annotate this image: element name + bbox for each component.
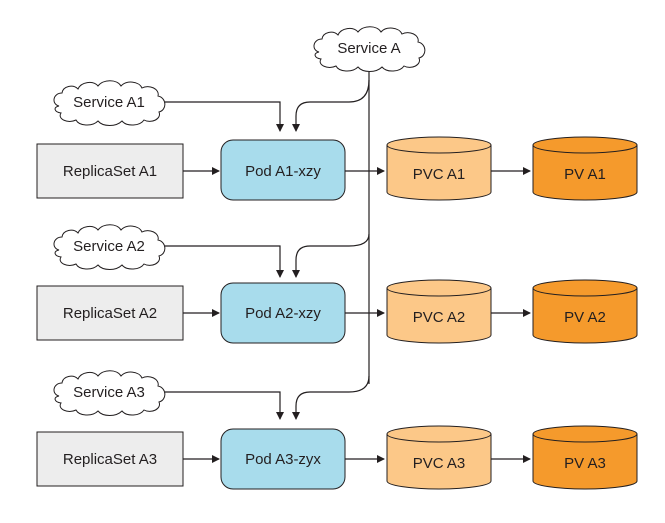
pv-a2-cylinder (532, 288, 638, 344)
pod-a1-label: Pod A1-xzy (245, 163, 321, 180)
service-a-main: Service A (313, 26, 426, 72)
service-a-to-pod-a2-connector (292, 233, 370, 278)
replicaset-a1-box (36, 143, 184, 199)
pv-a2-label: PV A2 (564, 309, 606, 326)
service-a-to-pod-a3-connector (292, 375, 370, 420)
pvc-a3-cylinder (386, 434, 492, 490)
pv-a2-cylinder-top (532, 279, 638, 297)
row-3: Service A3 ReplicaSet A3 Pod A3-zyx PVC … (36, 370, 638, 490)
service-a3-label: Service A3 (73, 384, 145, 401)
replicaset-a3-box (36, 431, 184, 487)
pod-a3-label: Pod A3-zyx (245, 451, 321, 468)
pv-a1-label: PV A1 (564, 166, 606, 183)
service-a-to-pod-a1-connector (292, 79, 370, 132)
pv-a3-label: PV A3 (564, 455, 606, 472)
pod-a1-box (220, 139, 346, 201)
pv-a1-cylinder (532, 145, 638, 201)
replicaset-a3-label: ReplicaSet A3 (63, 451, 157, 468)
replicaset-a1-label: ReplicaSet A1 (63, 163, 157, 180)
row-2: Service A2 ReplicaSet A2 Pod A2-xzy PVC … (36, 224, 638, 344)
service-a2-connector (165, 245, 284, 278)
pod-a2-label: Pod A2-xzy (245, 305, 321, 322)
service-a-label: Service A (337, 40, 400, 57)
pvc-a2-label: PVC A2 (413, 309, 466, 326)
service-a1-connector (165, 101, 284, 132)
pv-a3-cylinder (532, 434, 638, 490)
pvc-a3-label: PVC A3 (413, 455, 466, 472)
pvc-a1-cylinder (386, 145, 492, 201)
pvc-a1-cylinder-top (386, 136, 492, 154)
row-1: Service A1 ReplicaSet A1 Pod A1-xzy PVC … (36, 79, 638, 201)
pvc-a2-cylinder-top (386, 279, 492, 297)
pv-a3-cylinder-top (532, 425, 638, 443)
pvc-a1-label: PVC A1 (413, 166, 466, 183)
service-a2-label: Service A2 (73, 238, 145, 255)
pv-a1-cylinder-top (532, 136, 638, 154)
pvc-a2-cylinder (386, 288, 492, 344)
pvc-a3-cylinder-top (386, 425, 492, 443)
replicaset-a2-label: ReplicaSet A2 (63, 305, 157, 322)
service-a1-label: Service A1 (73, 94, 145, 111)
service-a3-connector (165, 391, 284, 420)
